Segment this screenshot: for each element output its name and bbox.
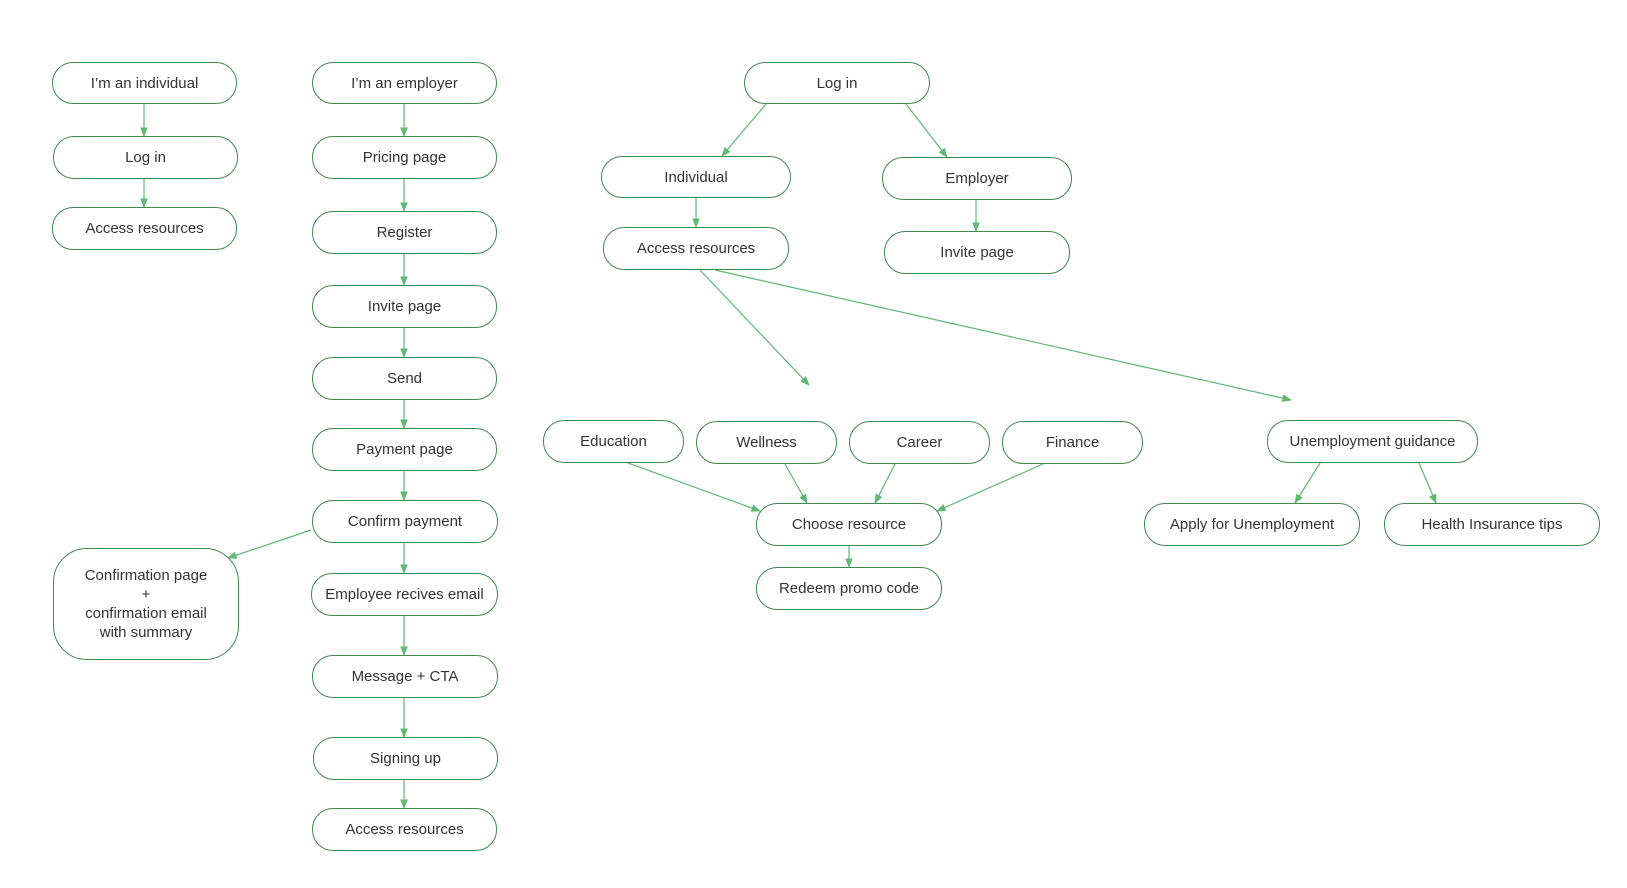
edge-confirm-to-confirmation-page xyxy=(227,529,312,559)
edge-unemployment-to-apply xyxy=(1294,462,1321,504)
node-health-insurance-tips: Health Insurance tips xyxy=(1384,503,1600,546)
edge-login-to-individual xyxy=(721,103,767,157)
node-payment-page: Payment page xyxy=(312,428,497,471)
node-log-in: Log in xyxy=(744,62,930,104)
node-wellness: Wellness xyxy=(696,421,837,464)
node-signing-up: Signing up xyxy=(313,737,498,780)
node-employer-access-resources: Access resources xyxy=(312,808,497,851)
node-pricing-page: Pricing page xyxy=(312,136,497,179)
node-employer: Employer xyxy=(882,157,1072,200)
node-apply-for-unemployment: Apply for Unemployment xyxy=(1144,503,1360,546)
node-employee-receives-email: Employee recives email xyxy=(311,573,498,616)
node-individual: Individual xyxy=(601,156,791,198)
node-send: Send xyxy=(312,357,497,400)
node-access-resources: Access resources xyxy=(603,227,789,270)
node-unemployment-guidance: Unemployment guidance xyxy=(1267,420,1478,463)
edge-access-to-unemployment xyxy=(714,269,1292,402)
edge-education-to-choose xyxy=(627,462,761,512)
node-register: Register xyxy=(312,211,497,254)
node-confirm-payment: Confirm payment xyxy=(312,500,498,543)
node-choose-resource: Choose resource xyxy=(756,503,942,546)
node-employer-start: I’m an employer xyxy=(312,62,497,104)
node-employer-invite-page: Invite page xyxy=(312,285,497,328)
edge-access-to-categories xyxy=(699,269,810,386)
node-redeem-promo-code: Redeem promo code xyxy=(756,567,942,610)
node-individual-access-resources: Access resources xyxy=(52,207,237,250)
node-education: Education xyxy=(543,420,684,463)
node-confirmation-page: Confirmation page + confirmation email w… xyxy=(53,548,239,660)
edge-finance-to-choose xyxy=(936,463,1044,512)
edge-wellness-to-choose xyxy=(784,463,808,504)
node-individual-log-in: Log in xyxy=(53,136,238,179)
node-individual-start: I’m an individual xyxy=(52,62,237,104)
edge-unemployment-to-health xyxy=(1418,462,1437,504)
node-career: Career xyxy=(849,421,990,464)
edge-login-to-employer xyxy=(905,103,948,158)
node-finance: Finance xyxy=(1002,421,1143,464)
node-message-cta: Message + CTA xyxy=(312,655,498,698)
node-invite-page: Invite page xyxy=(884,231,1070,274)
edge-career-to-choose xyxy=(874,463,896,504)
